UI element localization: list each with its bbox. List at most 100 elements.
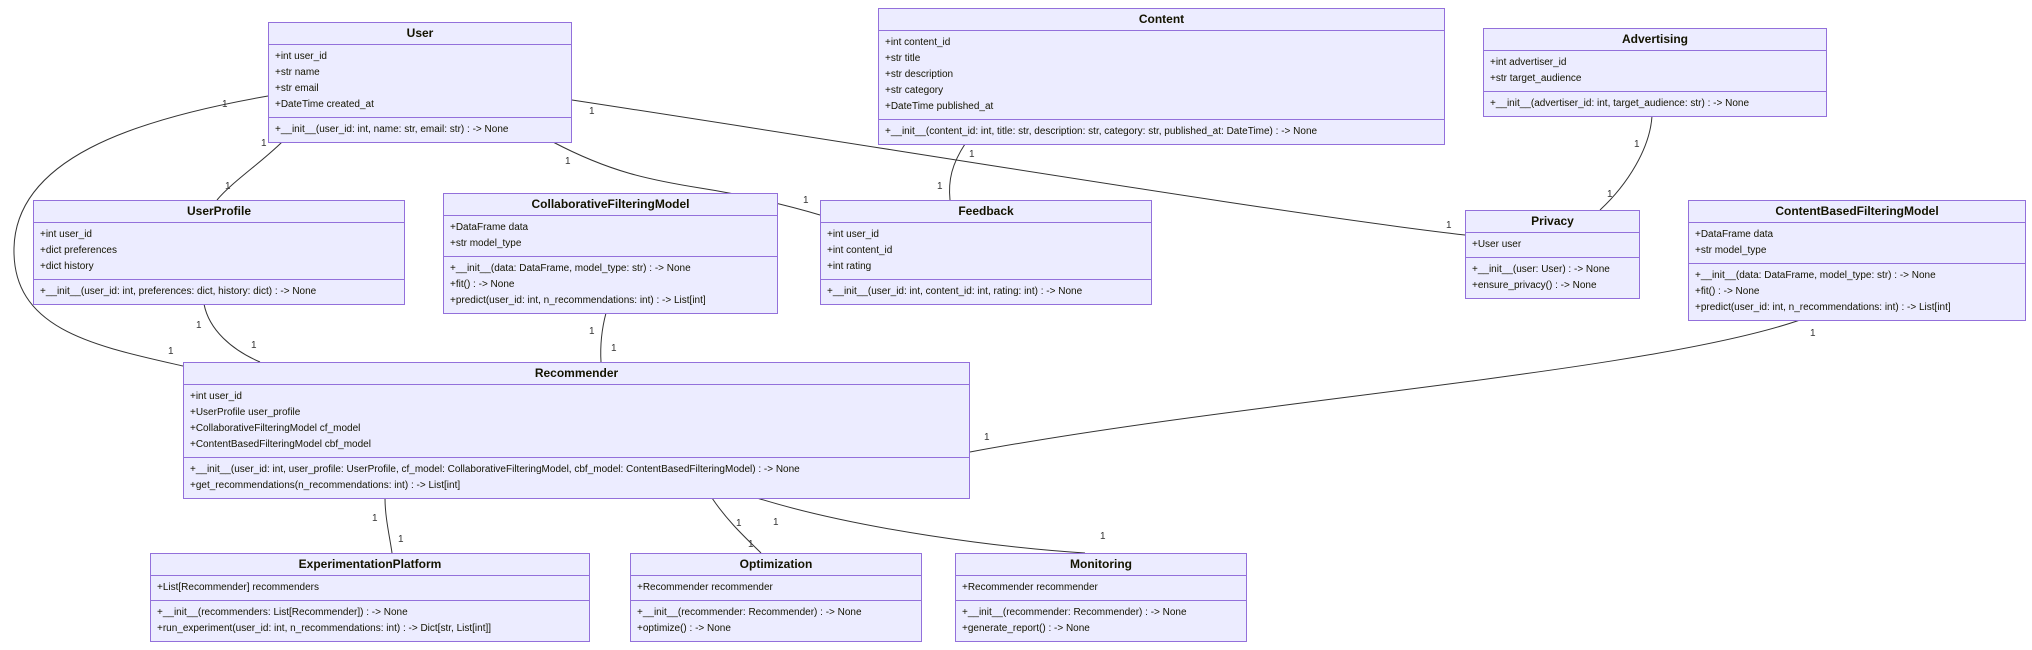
class-attribute: +int user_id [827, 229, 879, 240]
class-box-privacy: Privacy +User user +__init__(user: User)… [1465, 210, 1640, 299]
multiplicity-label: 1 [261, 138, 267, 149]
class-attribute: +ContentBasedFilteringModel cbf_model [190, 439, 371, 450]
multiplicity-label: 1 [984, 432, 990, 443]
class-attribute: +str category [885, 85, 944, 96]
edge-user-userprofile [216, 141, 283, 201]
class-attribute: +int content_id [827, 245, 893, 256]
multiplicity-label: 1 [1810, 328, 1816, 339]
class-methods: +__init__(user_id: int, user_profile: Us… [184, 458, 969, 498]
class-methods: +__init__(data: DataFrame, model_type: s… [1689, 264, 2025, 320]
multiplicity-label: 1 [1100, 531, 1106, 542]
class-method: +run_experiment(user_id: int, n_recommen… [157, 623, 492, 634]
class-title: Optimization [631, 554, 921, 576]
class-box-optimization: Optimization +Recommender recommender +_… [630, 553, 922, 642]
class-method: +__init__(user_id: int, content_id: int,… [827, 286, 1083, 297]
class-attribute: +CollaborativeFilteringModel cf_model [190, 423, 361, 434]
multiplicity-label: 1 [372, 513, 378, 524]
class-attribute: +List[Recommender] recommenders [157, 582, 320, 593]
multiplicity-label: 1 [565, 156, 571, 167]
class-method: +__init__(recommender: Recommender) : ->… [962, 607, 1187, 618]
class-attribute: +dict preferences [40, 245, 117, 256]
class-method: +ensure_privacy() : -> None [1472, 280, 1597, 291]
class-method: +fit() : -> None [1695, 286, 1760, 297]
multiplicity-label: 1 [1446, 220, 1452, 231]
class-method: +__init__(recommenders: List[Recommender… [157, 607, 408, 618]
multiplicity-label: 1 [969, 149, 975, 160]
class-title: Monitoring [956, 554, 1246, 576]
class-attribute: +str target_audience [1490, 73, 1582, 84]
edge-collaborativefilteringmodel-recommender [600, 312, 607, 363]
class-attribute: +User user [1472, 239, 1522, 250]
class-methods: +__init__(recommenders: List[Recommender… [151, 601, 589, 641]
class-box-content: Content +int content_id+str title+str de… [878, 8, 1445, 145]
edge-content-feedback [949, 143, 966, 201]
class-attributes: +DataFrame data+str model_type [1689, 223, 2025, 264]
class-title: Recommender [184, 363, 969, 385]
class-title: Privacy [1466, 211, 1639, 233]
class-method: +__init__(content_id: int, title: str, d… [885, 126, 1318, 137]
edge-userprofile-recommender [203, 303, 261, 363]
class-title: Content [879, 9, 1444, 31]
edge-contentbasedfilteringmodel-recommender [969, 319, 1801, 453]
class-attribute: +dict history [40, 261, 94, 272]
class-method: +__init__(user_id: int, preferences: dic… [40, 286, 317, 297]
class-attribute: +int user_id [275, 51, 327, 62]
class-box-recommender: Recommender +int user_id +UserProfile use… [183, 362, 970, 499]
class-box-userprofile: UserProfile +int user_id+dict preference… [33, 200, 405, 305]
class-box-monitoring: Monitoring +Recommender recommender +__i… [955, 553, 1247, 642]
multiplicity-label: 1 [736, 518, 742, 529]
class-methods: +__init__(user_id: int, preferences: dic… [34, 280, 404, 304]
class-title: ContentBasedFilteringModel [1689, 201, 2025, 223]
class-attribute: +DateTime created_at [275, 99, 374, 110]
class-attribute: +DateTime published_at [885, 101, 994, 112]
class-box-feedback: Feedback +int user_id+int content_id+int… [820, 200, 1152, 305]
edge-user-recommender [13, 95, 269, 367]
class-attributes: +Recommender recommender [631, 576, 921, 601]
multiplicity-label: 1 [589, 106, 595, 117]
class-box-advertising: Advertising +int advertiser_id +str targe… [1483, 28, 1827, 117]
multiplicity-label: 1 [611, 343, 617, 354]
class-title: ExperimentationPlatform [151, 554, 589, 576]
class-attributes: +int content_id+str title+str descriptio… [879, 31, 1444, 120]
class-title: User [269, 23, 571, 45]
multiplicity-label: 1 [748, 539, 754, 550]
class-attribute: +str email [275, 83, 319, 94]
class-attributes: +DataFrame data+str model_type [444, 216, 777, 257]
class-attribute: +str model_type [450, 238, 522, 249]
class-method: +__init__(advertiser_id: int, target_aud… [1490, 98, 1750, 109]
class-attribute: +int user_id [190, 391, 242, 402]
class-method: +fit() : -> None [450, 279, 515, 290]
class-box-collaborativefilteringmodel: CollaborativeFilteringModel +DataFrame d… [443, 193, 778, 314]
edge-user-privacy [571, 99, 1466, 236]
multiplicity-label: 1 [251, 340, 257, 351]
class-attributes: +int user_id +dict preferences +dict histo… [34, 223, 404, 280]
class-attribute: +DataFrame data [1695, 229, 1774, 240]
multiplicity-label: 1 [225, 181, 231, 192]
class-attribute: +UserProfile user_profile [190, 407, 301, 418]
class-methods: +__init__(content_id: int, title: str, d… [879, 120, 1444, 144]
class-method: +generate_report() : -> None [962, 623, 1090, 634]
class-attribute: +str description [885, 69, 954, 80]
edge-recommender-optimization [711, 497, 762, 554]
class-methods: +__init__(recommender: Recommender) : ->… [631, 601, 921, 641]
class-attribute: +int user_id [40, 229, 92, 240]
class-title: Advertising [1484, 29, 1826, 51]
class-attribute: +int advertiser_id [1490, 57, 1567, 68]
multiplicity-label: 1 [398, 534, 404, 545]
class-box-contentbasedfilteringmodel: ContentBasedFilteringModel +DataFrame da… [1688, 200, 2026, 321]
class-methods: +__init__(user_id: int, content_id: int,… [821, 280, 1151, 304]
multiplicity-label: 1 [803, 195, 809, 206]
edge-recommender-monitoring [756, 497, 1086, 554]
class-box-experimentationplatform: ExperimentationPlatform +List[Recommende… [150, 553, 590, 642]
class-method: +__init__(user_id: int, user_profile: Us… [190, 464, 800, 475]
class-method: +predict(user_id: int, n_recommendations… [1695, 302, 1951, 313]
class-methods: +__init__(user_id: int, name: str, email… [269, 118, 571, 142]
edge-user-feedback [552, 141, 821, 216]
class-method: +get_recommendations(n_recommendations: … [190, 480, 461, 491]
class-method: +__init__(data: DataFrame, model_type: s… [450, 263, 691, 274]
multiplicity-label: 1 [168, 346, 174, 357]
class-methods: +__init__(user: User) : -> None+ensure_p… [1466, 258, 1639, 298]
class-attributes: +int user_id+int content_id+int rating [821, 223, 1151, 280]
class-attribute: +Recommender recommender [962, 582, 1098, 593]
